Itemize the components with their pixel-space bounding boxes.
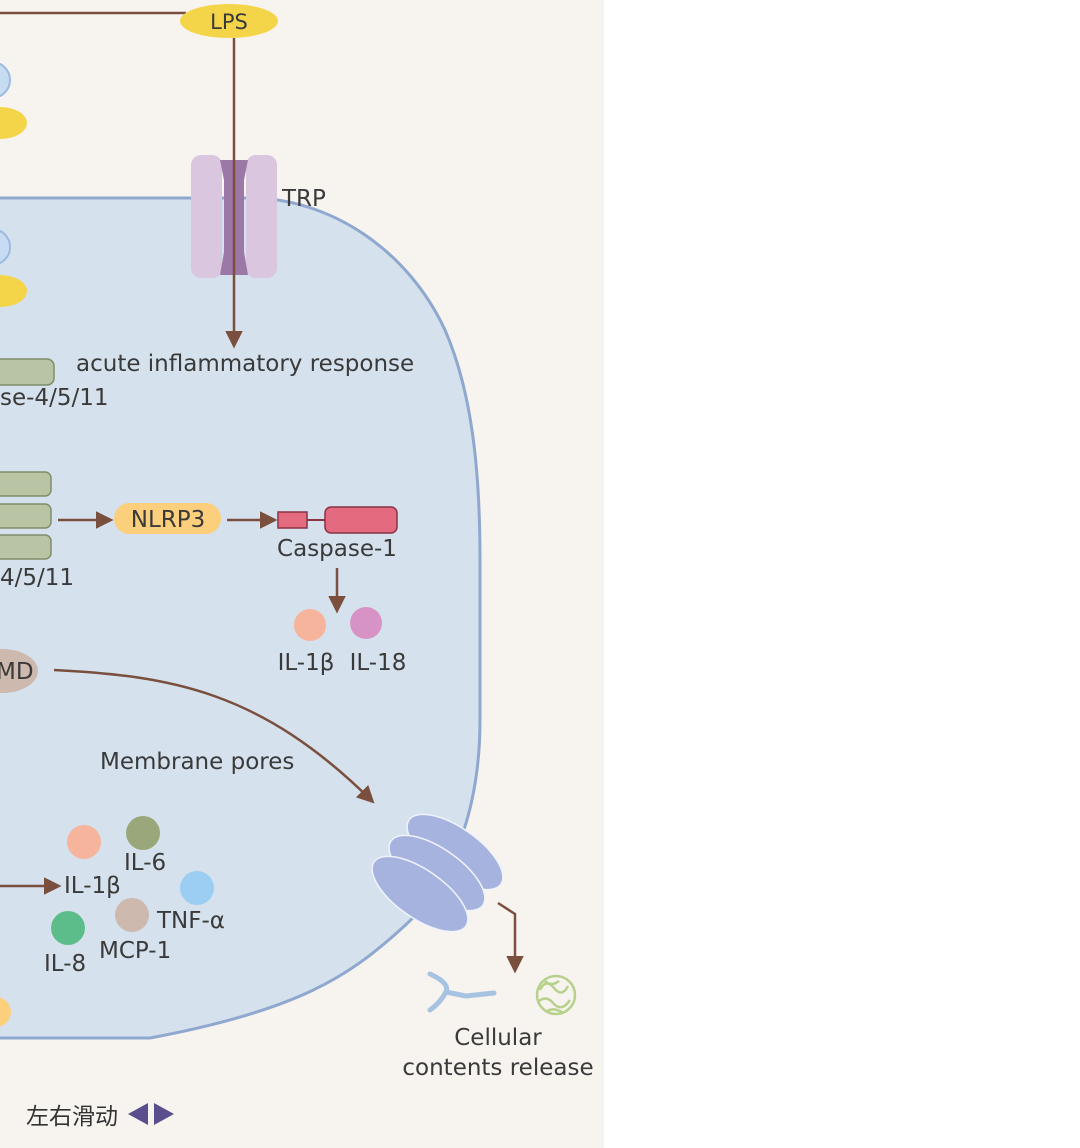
swipe-arrows [128, 1103, 174, 1125]
membrane-pores-label: Membrane pores [100, 749, 294, 775]
caspase-1-node [277, 506, 398, 534]
gsdmd-label: MD [0, 659, 34, 685]
acute-inflammatory-label: acute inflammatory response [76, 351, 414, 377]
il-1b-dot [294, 609, 326, 641]
caspase-4-5-11-label-stack: 4/5/11 [0, 565, 74, 591]
gsdmd-node [0, 649, 38, 693]
caspase-4-5-11-bar-3 [0, 534, 52, 560]
released-protein-icon [535, 974, 577, 1016]
tnf-a-dot [180, 871, 214, 905]
il-1b-dot-2 [67, 825, 101, 859]
il-6-label: IL-6 [124, 850, 166, 876]
cellular-label: Cellular [454, 1025, 542, 1051]
release-arrow [497, 901, 524, 974]
il-6-dot [126, 816, 160, 850]
diagram-panel: LPS TRP acute inflammatory response se-4… [0, 0, 604, 1148]
receptor-fragment-mid [0, 229, 11, 265]
orange-fragment [0, 997, 11, 1027]
caspase-4-5-11-bar-top [0, 358, 55, 386]
receptor-yellow-mid [0, 275, 27, 307]
nlrp3-node [114, 503, 221, 534]
caspase-4-5-11-bar-1 [0, 471, 52, 497]
il-8-dot [51, 911, 85, 945]
cell-membrane [0, 196, 482, 1040]
il-8-label: IL-8 [44, 951, 86, 977]
arrow-right-icon[interactable] [154, 1103, 174, 1125]
caspase-4-5-11-bar-2 [0, 503, 52, 529]
trp-label: TRP [281, 186, 326, 212]
membrane-pore [371, 813, 504, 933]
lps-node [180, 4, 278, 38]
arrow-left-icon[interactable] [128, 1103, 148, 1125]
tnf-a-label: TNF-α [156, 908, 225, 934]
caspase-4-5-11-label-top: se-4/5/11 [0, 385, 108, 411]
caspase-1-label: Caspase-1 [277, 536, 397, 562]
released-dna-icon [427, 971, 497, 1013]
gsdmd-pore-arrow [53, 668, 375, 804]
il-1b-label-2: IL-1β [64, 873, 121, 899]
receptor-fragment-top [0, 62, 11, 98]
pathway-diagram: LPS TRP acute inflammatory response se-4… [0, 4, 594, 1081]
receptor-yellow-top [0, 107, 27, 139]
il-1b-label: IL-1β [278, 650, 335, 676]
nlrp3-label: NLRP3 [131, 507, 206, 533]
il-18-label: IL-18 [350, 650, 407, 676]
il-18-dot [350, 607, 382, 639]
swipe-hint[interactable]: 左右滑动 [26, 1096, 174, 1132]
lps-label: LPS [210, 10, 248, 34]
mcp-1-label: MCP-1 [99, 938, 171, 964]
mcp-1-dot [115, 898, 149, 932]
contents-release-label: contents release [402, 1055, 593, 1081]
swipe-hint-text: 左右滑动 [26, 1104, 118, 1130]
